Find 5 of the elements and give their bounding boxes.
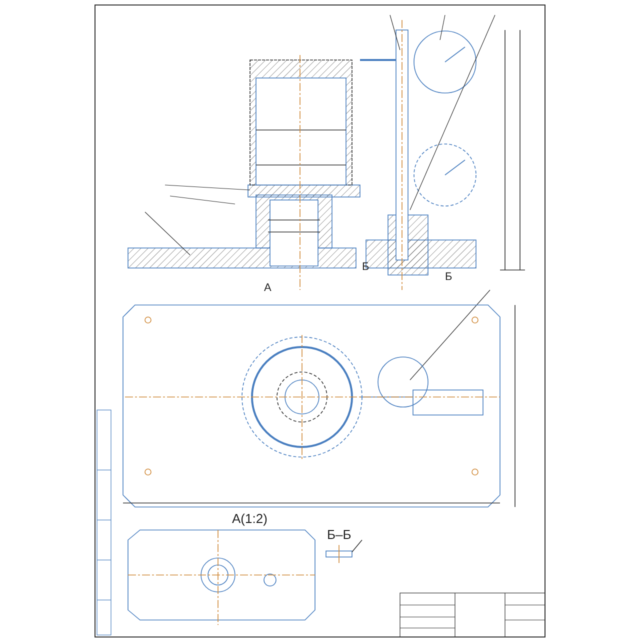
view-title: А(1:2) (232, 512, 268, 525)
section-mark-letter: Б (362, 262, 370, 273)
section-title: Б–Б (327, 528, 352, 541)
view-mark-letter: А (264, 283, 272, 294)
section-mark-letter: Б (445, 272, 452, 283)
